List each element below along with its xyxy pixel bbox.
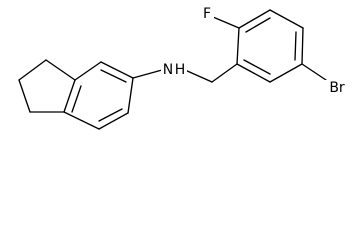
bond-ch2-c1prime [211,63,238,83]
bond-c6-c7-double-inner [98,108,123,122]
bromine-label: Br [329,80,345,96]
bond-c6-c7 [98,112,129,130]
bond-c4-c5 [100,61,134,79]
bond-c4prime-c5prime-double-inner [294,31,297,61]
bond-c5prime-c6prime [269,63,303,83]
hydrogen-label: H [175,62,186,78]
cyclopentane-ring [18,59,76,113]
bond-c2-c3 [18,79,31,113]
fluorine-label: F [203,6,211,22]
atom-labels: N H F Br [161,6,349,97]
bromofluorobenzene-ring [236,9,304,83]
bond-c7a-c7a-double-inner [71,85,82,113]
bond-c7a-c3a [63,79,76,113]
amine-linkage [132,63,238,83]
bond-c7a-c4 [74,61,102,81]
bond-c6prime-c1prime-double-inner [243,59,271,75]
bond-c1-c7a [45,59,76,81]
bond-c5prime-br [301,63,327,81]
nitrogen-label: N [163,62,173,78]
bond-c5-c6 [127,77,134,114]
bond-c4-c5-double-inner [100,69,127,83]
bond-c1prime-c2prime [236,27,240,65]
bond-c2prime-c3prime-double-inner [245,17,271,33]
fluorine-label-background [200,6,214,23]
chemical-structure: N H F Br [18,6,349,130]
bond-c4prime-c5prime [301,27,304,65]
substituent-bonds [212,16,327,81]
bond-c3prime-c4prime [269,9,304,29]
bond-c2prime-f [212,16,240,29]
bond-n-ch2 [184,69,213,83]
bond-c5-n [132,69,163,79]
indane-benzene-ring [63,61,134,130]
bond-c6prime-c1prime [236,63,271,83]
bond-c2prime-c3prime [238,9,271,29]
bond-c1-c2 [18,59,47,81]
bromine-label-background [325,80,349,97]
bond-c7-c3a [63,111,100,130]
nh-label-background [161,62,187,79]
